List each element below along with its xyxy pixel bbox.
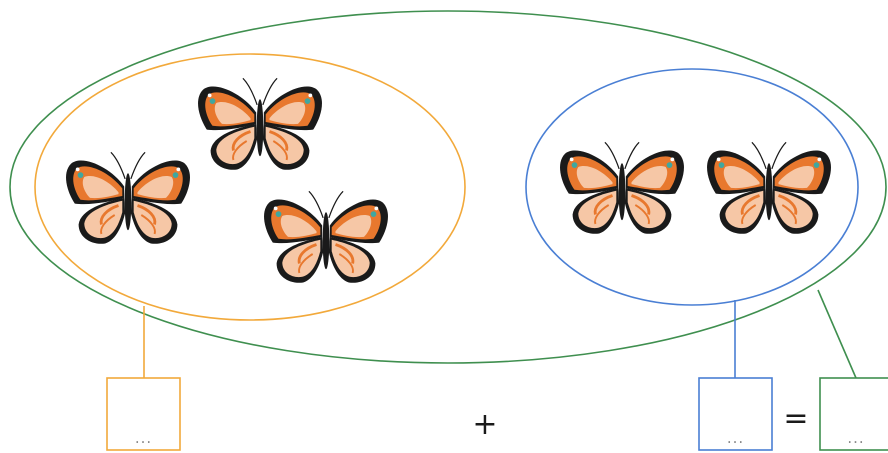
butterfly-icon bbox=[560, 142, 684, 233]
butterfly-icon bbox=[198, 78, 322, 169]
left-answer-blank: ... bbox=[135, 429, 152, 447]
equals-sign: = bbox=[783, 401, 808, 436]
right-answer-blank: ... bbox=[727, 429, 744, 447]
total-connector-line bbox=[818, 290, 856, 378]
butterfly-icon bbox=[707, 142, 831, 233]
butterfly-icon bbox=[264, 191, 388, 282]
plus-sign: + bbox=[472, 407, 497, 442]
total-answer-blank: ... bbox=[847, 429, 864, 447]
butterfly-icon bbox=[66, 152, 190, 243]
